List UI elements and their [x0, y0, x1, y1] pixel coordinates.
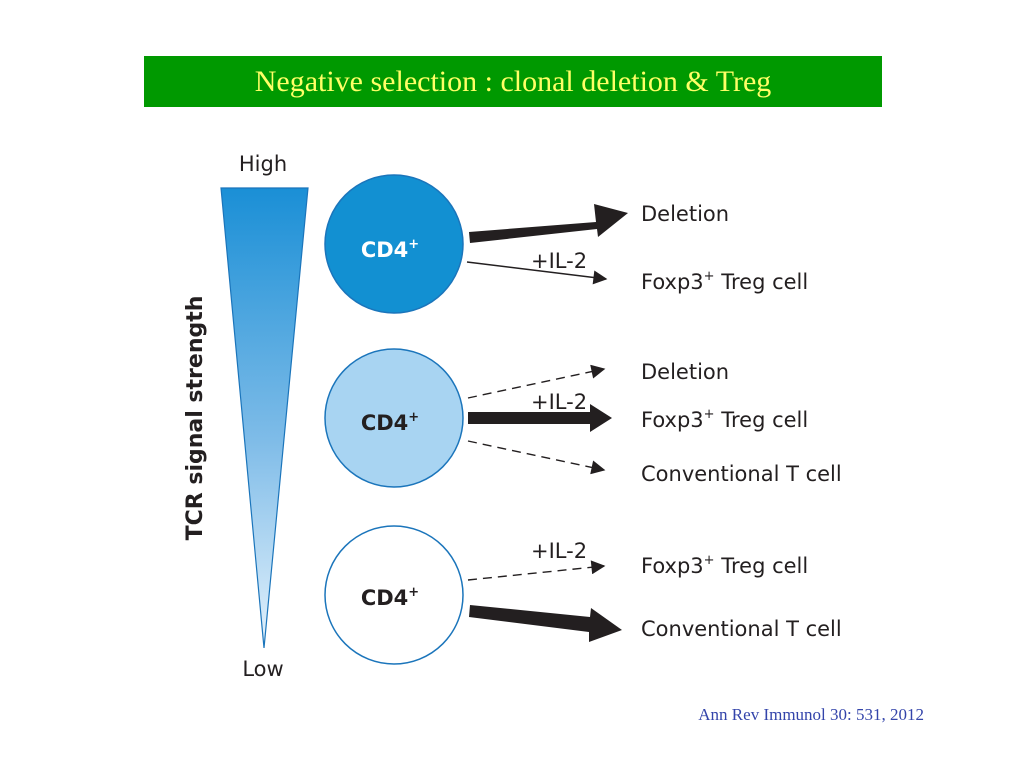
outcome-low-treg: Foxp3+ Treg cell: [641, 553, 808, 578]
cd4-label-high: CD4+: [361, 237, 419, 262]
outcome-mid-treg: Foxp3+ Treg cell: [641, 407, 808, 432]
cd4-cell-high: [324, 174, 464, 314]
dashed-arrow-mid-conventional: [467, 440, 606, 475]
il2-label-low: +IL-2: [531, 539, 587, 563]
axis-high-label: High: [239, 152, 287, 176]
il2-label-mid: +IL-2: [531, 390, 587, 414]
title-banner: Negative selection : clonal deletion & T…: [144, 56, 882, 107]
outcome-mid-deletion: Deletion: [641, 360, 729, 384]
dashed-arrow-mid-deletion: [467, 364, 606, 399]
thick-arrow-mid-treg: [468, 404, 612, 432]
axis-low-label: Low: [242, 657, 283, 681]
dashed-arrow-low-treg: [467, 560, 606, 581]
cd4-cell-intermediate: [324, 348, 464, 488]
outcome-mid-conventional: Conventional T cell: [641, 462, 842, 486]
thick-arrow-low-conventional: [469, 605, 622, 642]
outcome-low-conventional: Conventional T cell: [641, 617, 842, 641]
outcome-high-deletion: Deletion: [641, 202, 729, 226]
cd4-label-low: CD4+: [361, 585, 419, 610]
outcome-high-treg: Foxp3+ Treg cell: [641, 269, 808, 294]
axis-title: TCR signal strength: [183, 296, 208, 541]
slide-title: Negative selection : clonal deletion & T…: [254, 64, 772, 98]
cd4-cell-low: [324, 525, 464, 665]
cd4-label-intermediate: CD4+: [361, 410, 419, 435]
thin-arrow-high-treg: [466, 261, 608, 285]
thick-arrow-high-deletion: [469, 204, 628, 243]
il2-label-high: +IL-2: [531, 249, 587, 273]
citation: Ann Rev Immunol 30: 531, 2012: [698, 705, 924, 724]
signal-strength-wedge: [220, 187, 309, 649]
